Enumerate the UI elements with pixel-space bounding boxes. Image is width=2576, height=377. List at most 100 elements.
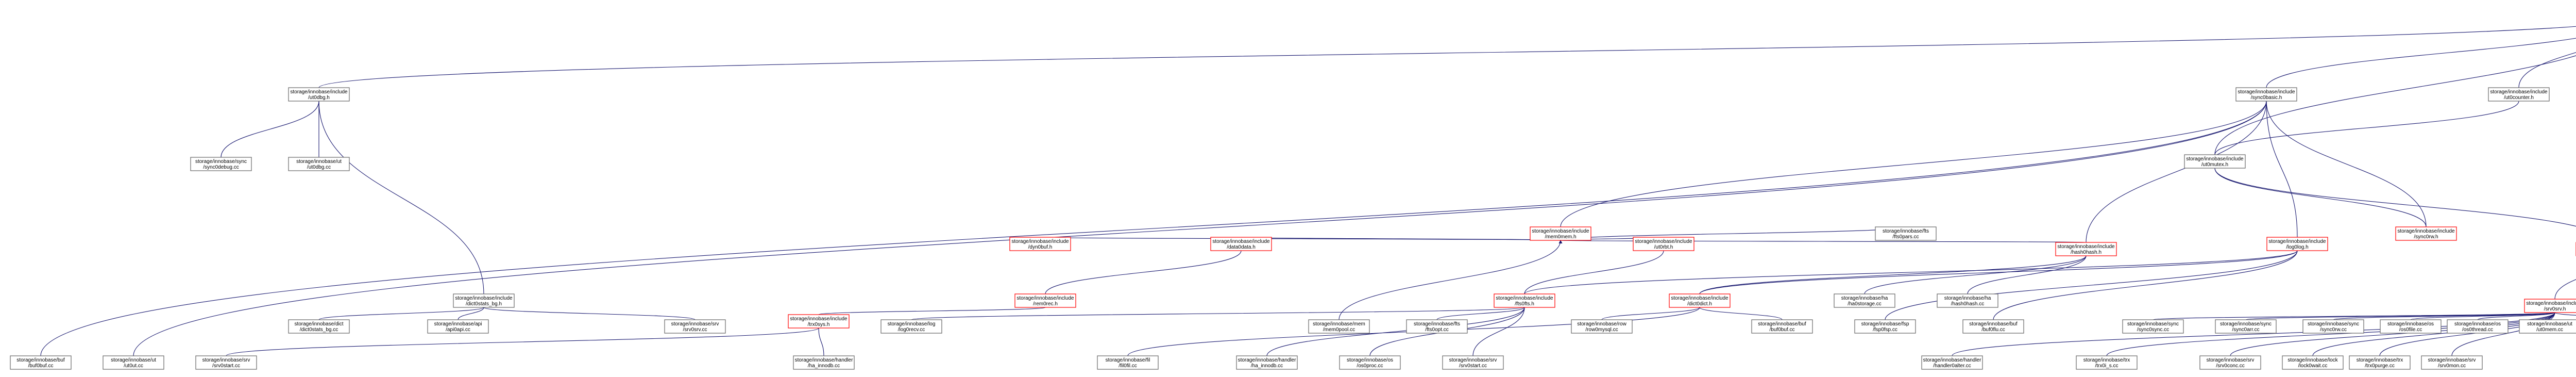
file-node-box xyxy=(1210,237,1272,251)
file-node-name: /api0api.cc xyxy=(446,327,470,333)
file-node-sync0dbg[interactable]: storage/innobase/sync/sync0debug.cc xyxy=(190,157,252,171)
file-node-fil0fil[interactable]: storage/innobase/fil/fil0fil.cc xyxy=(1097,355,1159,370)
file-node-name: /sync0sync.cc xyxy=(2137,327,2169,333)
file-node-name: /ha_innodb.cc xyxy=(1251,363,1283,369)
file-node-trx0purge[interactable]: storage/innobase/trx/trx0purge.cc xyxy=(2349,355,2411,370)
file-node-path: storage/innobase/trx xyxy=(2357,357,2403,363)
file-node-ut0rbt[interactable]: storage/innobase/include/ut0rbt.h xyxy=(1633,237,1694,251)
dependency-edge xyxy=(1698,304,1783,320)
file-node-data0data[interactable]: storage/innobase/include/data0data.h xyxy=(1210,237,1272,251)
file-node-path: storage/innobase/include xyxy=(2057,244,2115,250)
dependency-edge xyxy=(318,304,486,320)
file-node-syncbasic[interactable]: storage/innobase/include/sync0basic.h xyxy=(2235,87,2297,102)
dependency-edge xyxy=(2554,279,2576,300)
file-node-fsp0fsp[interactable]: storage/innobase/fsp/fsp0fsp.cc xyxy=(1854,319,1916,334)
file-node-srv0conc[interactable]: storage/innobase/srv/srv0conc.cc xyxy=(2199,355,2261,370)
file-node-name: /ut0counter.h xyxy=(2504,95,2534,101)
dependency-edge xyxy=(911,304,1527,320)
file-node-ha0storage[interactable]: storage/innobase/ha/ha0storage.cc xyxy=(1834,293,1895,308)
file-node-path: storage/innobase/include xyxy=(2268,239,2326,244)
file-node-mem0mem[interactable]: storage/innobase/include/mem0mem.h xyxy=(1530,226,1591,241)
file-node-rem0rec[interactable]: storage/innobase/include/rem0rec.h xyxy=(1014,293,1076,308)
file-node-fts0types[interactable]: storage/innobase/fts/fts0pars.cc xyxy=(1875,226,1937,241)
file-node-box xyxy=(2122,319,2184,334)
file-node-box xyxy=(190,157,252,171)
file-node-name: /ut0mem.cc xyxy=(2536,327,2563,333)
file-node-path: storage/innobase/trx xyxy=(2083,357,2130,363)
dependency-edges xyxy=(40,26,2576,356)
file-node-name: /handler0alter.cc xyxy=(1933,363,1971,369)
file-node-box xyxy=(1530,226,1591,241)
file-node-handler[interactable]: storage/innobase/handler/ha_innodb.cc xyxy=(793,355,855,370)
file-node-os0thread[interactable]: storage/innobase/os/os0thread.cc xyxy=(2447,319,2509,334)
file-node-trx0i_s[interactable]: storage/innobase/trx/trx0i_s.cc xyxy=(2076,355,2138,370)
file-node-path: storage/innobase/sync xyxy=(195,159,247,165)
file-node-dict0stats[interactable]: storage/innobase/include/dict0stats_bg.h xyxy=(453,293,515,308)
file-node-srv0srvcc[interactable]: storage/innobase/srv/srv0start.cc xyxy=(195,355,257,370)
file-node-srv0start2[interactable]: storage/innobase/srv/srv0start.cc xyxy=(1442,355,1504,370)
file-node-path: storage/innobase/handler xyxy=(1923,357,1982,363)
file-node-trx0sys[interactable]: storage/innobase/include/trx0sys.h xyxy=(788,314,850,329)
dependency-edge xyxy=(1601,304,1702,320)
file-node-handler0alter[interactable]: storage/innobase/handler/handler0alter.c… xyxy=(1921,355,1983,370)
file-node-utdbgcc[interactable]: storage/innobase/ut/ut0dbg.cc xyxy=(288,157,350,171)
file-node-box xyxy=(2302,319,2364,334)
dependency-edge xyxy=(2477,309,2557,320)
file-node-os0file[interactable]: storage/innobase/os/os0file.cc xyxy=(2380,319,2442,334)
file-node-fts0fts[interactable]: storage/innobase/include/fts0fts.h xyxy=(1494,293,1555,308)
file-node-sync0arr[interactable]: storage/innobase/sync/sync0arr.cc xyxy=(2215,319,2277,334)
file-node-ut0dbg[interactable]: storage/innobase/include/ut0dbg.h xyxy=(288,87,350,102)
file-node-ha_innodb2[interactable]: storage/innobase/handler/ha_innodb.cc xyxy=(1236,355,1298,370)
file-node-box xyxy=(1308,319,1370,334)
file-node-name: /dict0stats_bg.cc xyxy=(300,327,338,333)
file-node-srvsrv[interactable]: storage/innobase/srv/srv0srv.cc xyxy=(664,319,726,334)
file-node-srv0start[interactable]: storage/innobase/include/srv0srv.h xyxy=(2524,299,2576,313)
file-node-hash0hash[interactable]: storage/innobase/include/hash0hash.h xyxy=(2055,242,2117,256)
file-node-apiapi[interactable]: storage/innobase/api/api0api.cc xyxy=(427,319,489,334)
file-node-ut0mutex[interactable]: storage/innobase/include/ut0mutex.h xyxy=(2184,154,2246,169)
file-node-box xyxy=(427,319,489,334)
file-node-path: storage/innobase/handler xyxy=(795,357,854,363)
dependency-edge xyxy=(457,304,486,320)
file-node-buf0flu[interactable]: storage/innobase/buf/buf0flu.cc xyxy=(1962,319,2024,334)
dependency-edge xyxy=(2245,309,2557,320)
file-node-sync0rw[interactable]: storage/innobase/include/sync0rw.h xyxy=(2395,226,2457,241)
file-node-ut0mem[interactable]: storage/innobase/ut/ut0mem.cc xyxy=(2519,319,2576,334)
file-node-name: /fts0pars.cc xyxy=(1892,234,1919,240)
file-node-path: storage/innobase/include xyxy=(290,89,348,95)
file-node-dictstatscc[interactable]: storage/innobase/dict/dict0stats_bg.cc xyxy=(288,319,350,334)
file-node-path: storage/innobase/sync xyxy=(2220,321,2272,327)
file-node-os0proc[interactable]: storage/innobase/os/os0proc.cc xyxy=(1339,355,1401,370)
file-node-name: /ha0storage.cc xyxy=(1848,301,1882,307)
file-node-ut0ut[interactable]: storage/innobase/ut/ut0ut.cc xyxy=(103,355,164,370)
file-node-srv0mon[interactable]: storage/innobase/srv/srv0mon.cc xyxy=(2421,355,2483,370)
file-node-path: storage/innobase/include xyxy=(1496,296,1553,301)
file-node-ut0counter[interactable]: storage/innobase/include/ut0counter.h xyxy=(2488,87,2550,102)
file-node-buf0buf[interactable]: storage/innobase/buf/buf0buf.cc xyxy=(1751,319,1813,334)
file-node-row0mysql[interactable]: storage/innobase/row/row0mysql.cc xyxy=(1571,319,1633,334)
file-node-path: storage/innobase/include xyxy=(1016,296,1074,301)
file-node-path: storage/innobase/fil xyxy=(1106,357,1150,363)
file-node-buf0lru[interactable]: storage/innobase/buf/buf0buf.cc xyxy=(10,355,72,370)
file-node-hash0hashcc[interactable]: storage/innobase/ha/hash0hash.cc xyxy=(1937,293,1998,308)
file-node-name: /sync0debug.cc xyxy=(203,165,239,170)
dependency-edge xyxy=(2264,98,2427,227)
file-node-sync0sync[interactable]: storage/innobase/sync/sync0sync.cc xyxy=(2122,319,2184,334)
file-node-dyn0buf[interactable]: storage/innobase/include/dyn0buf.h xyxy=(1009,237,1071,251)
file-node-name: /buf0flu.cc xyxy=(1981,327,2005,333)
file-node-path: storage/innobase/include xyxy=(1532,228,1589,234)
file-node-lock0wait[interactable]: storage/innobase/lock/lock0wait.cc xyxy=(2282,355,2344,370)
file-node-name: /sync0rw.cc xyxy=(2320,327,2347,333)
file-node-path: storage/innobase/include xyxy=(1635,239,1692,244)
file-node-dict0dict[interactable]: storage/innobase/include/dict0dict.h xyxy=(1669,293,1731,308)
file-node-log0log[interactable]: storage/innobase/include/log0log.h xyxy=(2266,237,2328,251)
dependency-edge xyxy=(1524,248,1666,294)
file-node-mem0pool[interactable]: storage/innobase/mem/mem0pool.cc xyxy=(1308,319,1370,334)
file-node-log0recv[interactable]: storage/innobase/log/log0recv.cc xyxy=(880,319,942,334)
dependency-edge xyxy=(1699,247,2299,294)
file-node-box xyxy=(2395,226,2457,241)
file-node-sync0rwcc[interactable]: storage/innobase/sync/sync0rw.cc xyxy=(2302,319,2364,334)
file-node-path: storage/innobase/fsp xyxy=(1861,321,1909,327)
dependency-edge xyxy=(2312,309,2557,356)
file-node-fts0opt[interactable]: storage/innobase/fts/fts0opt.cc xyxy=(1406,319,1468,334)
